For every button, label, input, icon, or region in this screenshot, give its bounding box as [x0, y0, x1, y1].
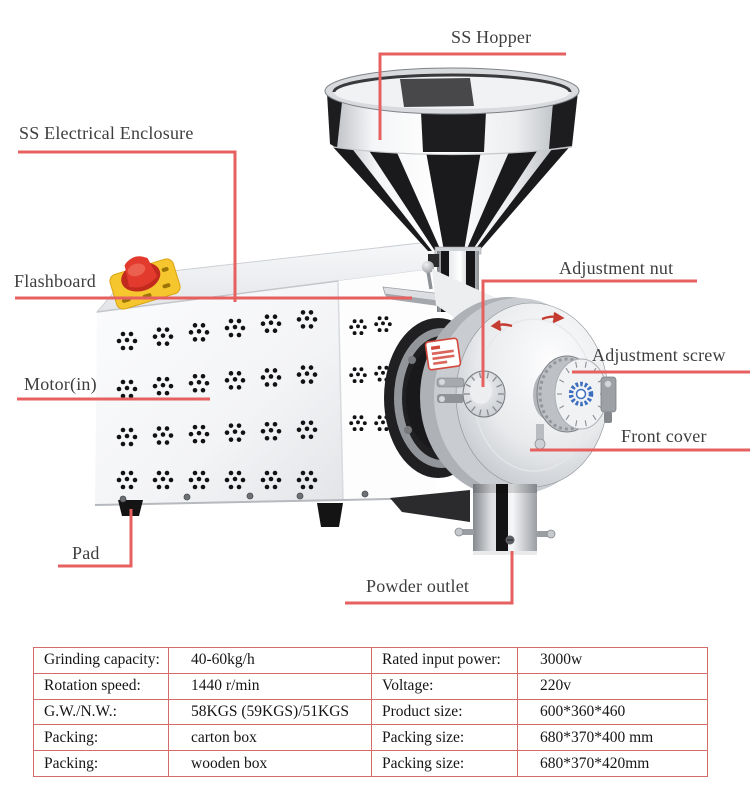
spec-label: Packing:	[33, 724, 169, 752]
spec-table: Grinding capacity: 40-60kg/h Rated input…	[33, 647, 708, 777]
leader-pad	[58, 509, 133, 568]
spec-value: 58KGS (59KGS)/51KGS	[168, 698, 372, 726]
spec-label: G.W./N.W.:	[33, 698, 169, 726]
spec-row: Packing: wooden box Packing size: 680*37…	[33, 750, 708, 777]
foot-pad-rear	[317, 503, 343, 527]
machine-illustration	[15, 52, 750, 605]
spec-label: Packing:	[33, 750, 169, 777]
leader-ss-electrical-enclosure	[18, 150, 237, 302]
spec-value: wooden box	[168, 750, 372, 777]
direction-arrow-icons	[490, 311, 565, 332]
spec-label: Voltage:	[371, 672, 518, 700]
spec-value: 40-60kg/h	[168, 647, 372, 674]
label-powder-outlet: Powder outlet	[366, 576, 470, 596]
leader-ss-hopper	[378, 52, 566, 140]
label-motor-in: Motor(in)	[24, 374, 97, 394]
lever-ball-knob	[422, 261, 434, 273]
spec-label: Rotation speed:	[33, 672, 169, 700]
spec-label: Grinding capacity:	[33, 647, 169, 674]
label-adjustment-nut: Adjustment nut	[559, 258, 674, 278]
hopper	[324, 67, 580, 312]
spec-label: Packing size:	[371, 750, 518, 777]
spec-value: 680*370*400 mm	[517, 724, 708, 752]
leader-adjustment-nut	[481, 279, 697, 387]
foot-pad-front	[118, 500, 143, 516]
label-flashboard: Flashboard	[14, 271, 96, 291]
switch-knob	[121, 256, 161, 292]
leader-powder-outlet	[345, 551, 514, 605]
spec-row: Packing: carton box Packing size: 680*37…	[33, 724, 708, 752]
spec-row: Grinding capacity: 40-60kg/h Rated input…	[33, 647, 708, 674]
spec-label: Product size:	[371, 698, 518, 726]
grinder-head	[384, 269, 617, 497]
ventilation-holes	[116, 310, 392, 490]
hopper-cone-stripes	[333, 144, 572, 251]
label-adjustment-screw: Adjustment screw	[592, 345, 726, 365]
label-ss-electrical-enclosure: SS Electrical Enclosure	[19, 123, 194, 143]
leader-lines	[15, 52, 750, 605]
spec-label: Packing size:	[371, 724, 518, 752]
adjustment-screw	[533, 355, 608, 433]
spec-value: 3000w	[517, 647, 708, 674]
warning-sticker	[424, 337, 462, 371]
spec-row: Rotation speed: 1440 r/min Voltage: 220v	[33, 672, 708, 700]
label-front-cover: Front cover	[621, 426, 707, 446]
spec-value: carton box	[168, 724, 372, 752]
label-ss-hopper: SS Hopper	[451, 27, 532, 47]
spec-value: 680*370*420mm	[517, 750, 708, 777]
dial-gear-icon	[568, 381, 594, 407]
adjustment-nut	[462, 370, 506, 418]
spec-row: G.W./N.W.: 58KGS (59KGS)/51KGS Product s…	[33, 698, 708, 726]
spec-label: Rated input power:	[371, 647, 518, 674]
label-pad: Pad	[72, 543, 100, 563]
powder-outlet-tube	[454, 484, 556, 555]
spec-value: 1440 r/min	[168, 672, 372, 700]
spec-value: 600*360*460	[517, 698, 708, 726]
spec-value: 220v	[517, 672, 708, 700]
